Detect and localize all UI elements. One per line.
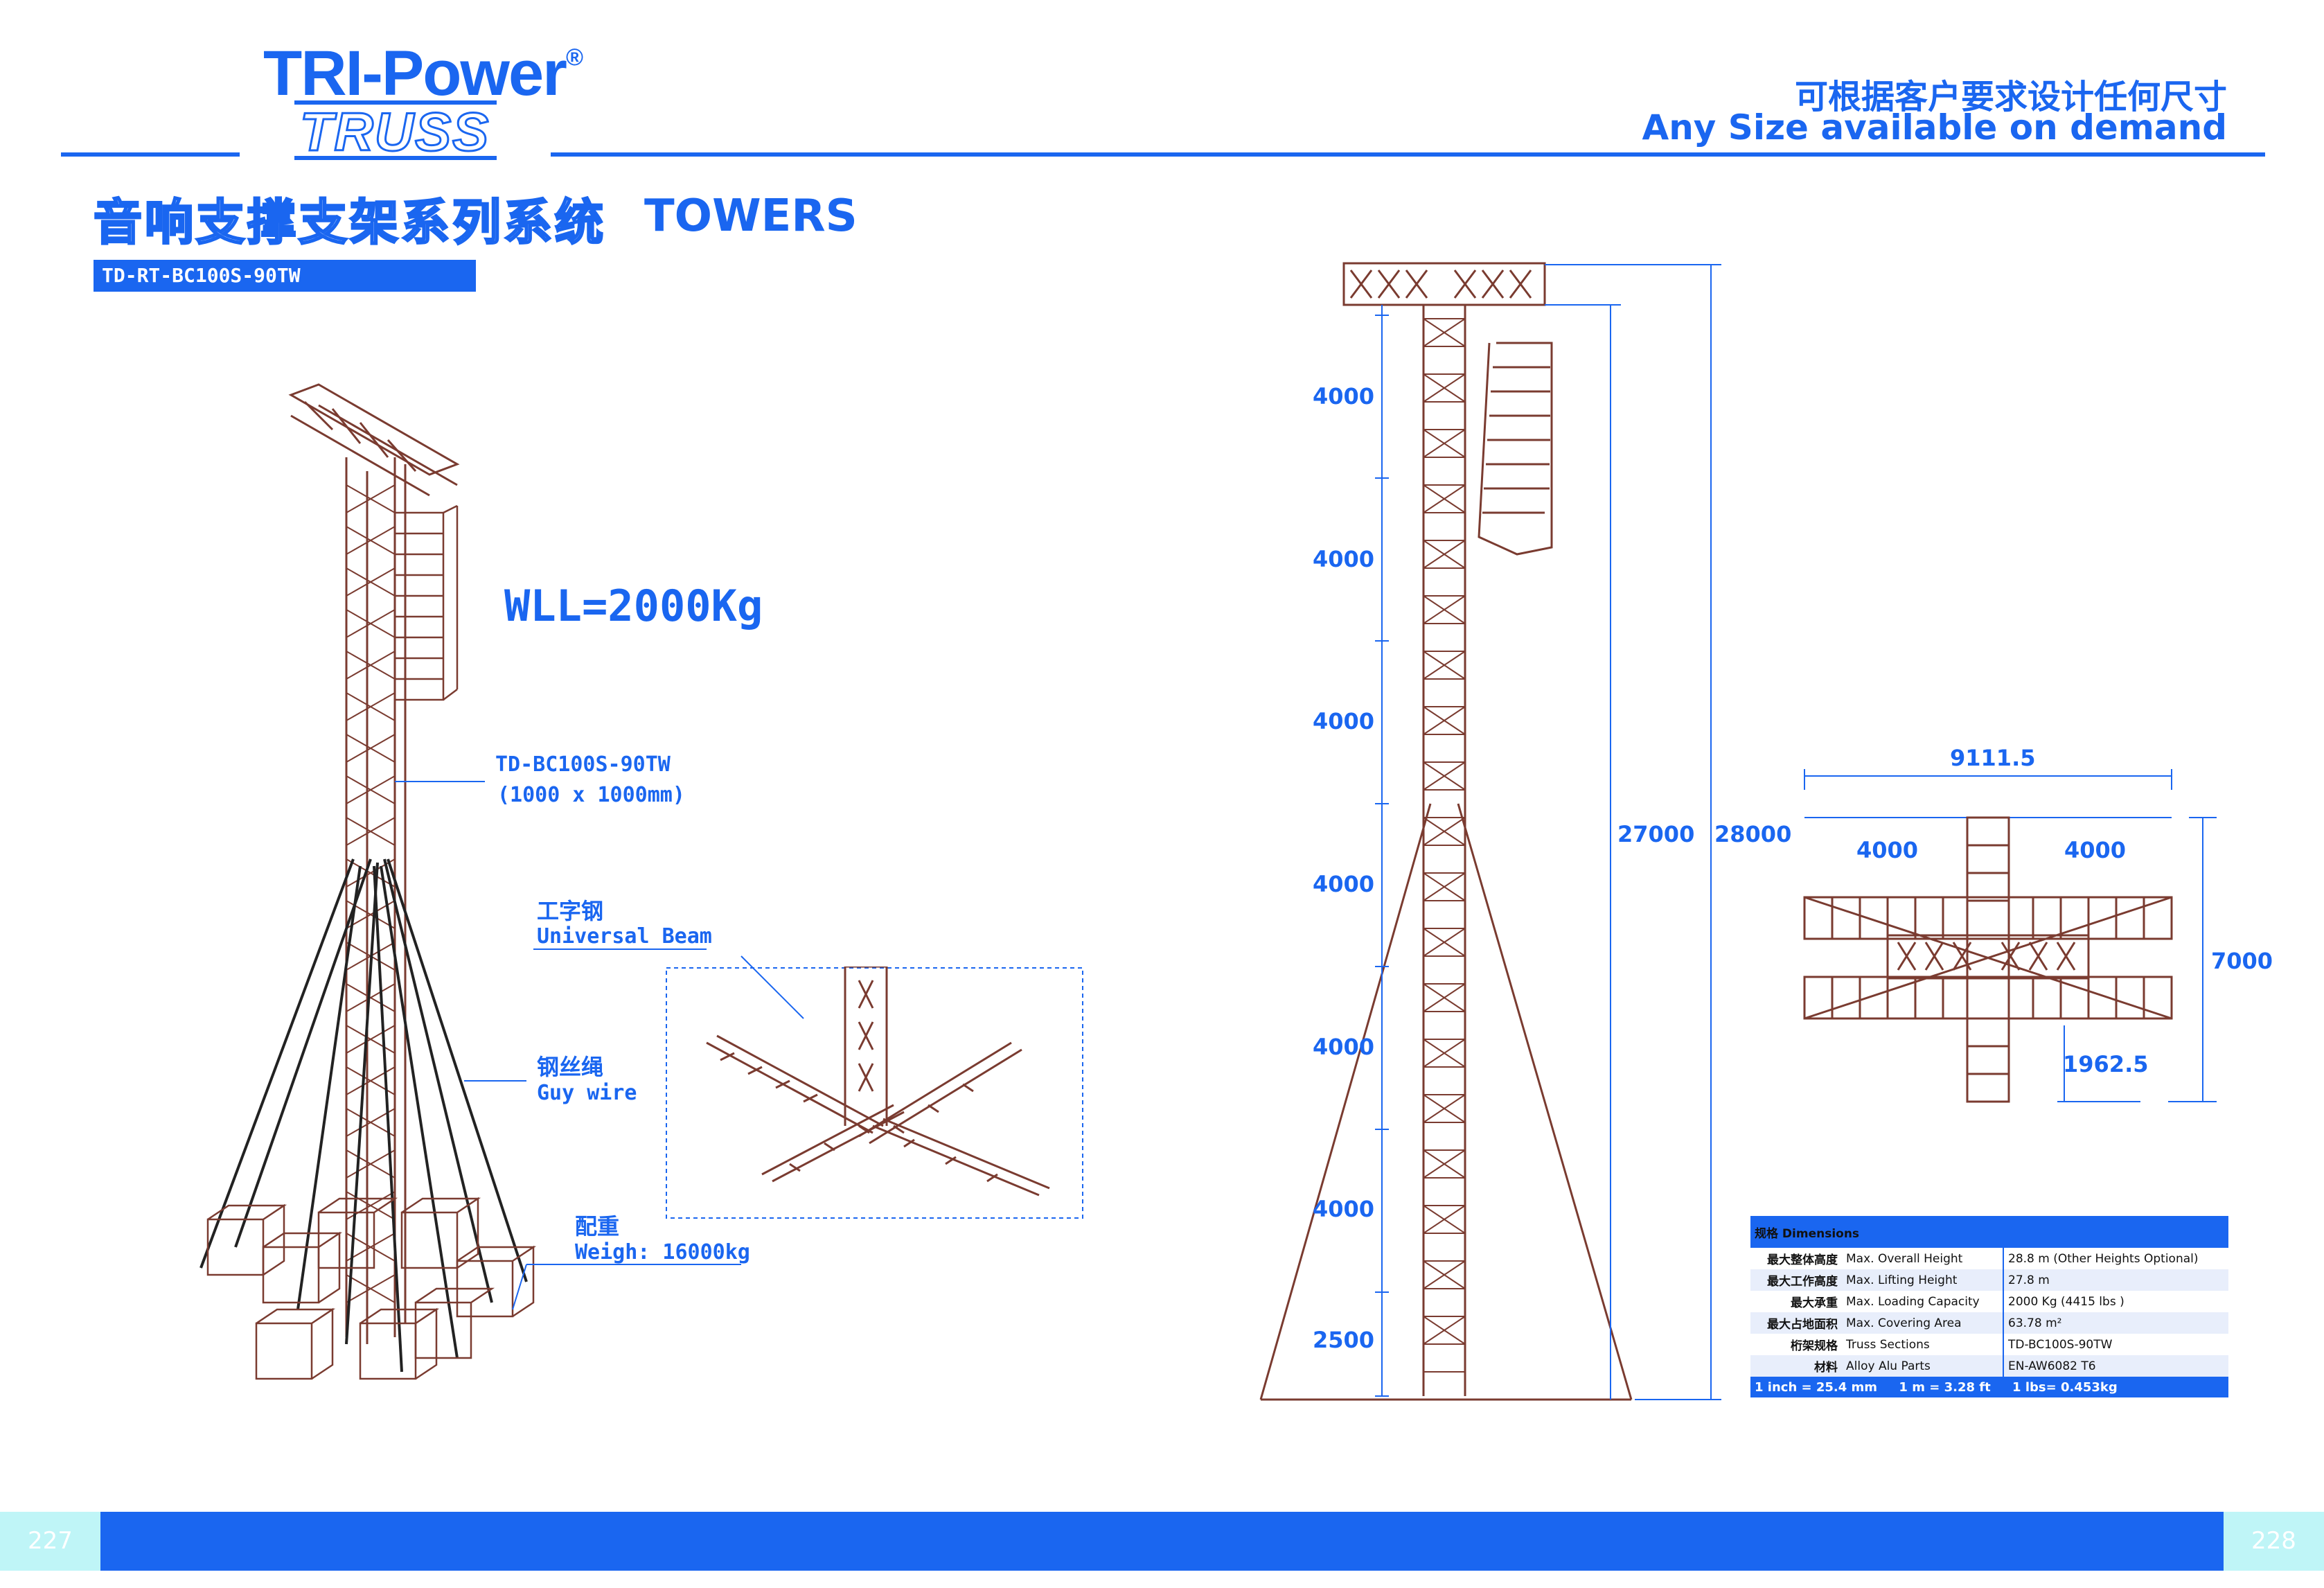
spec-row-en: Max. Covering Area [1842, 1312, 2004, 1334]
registered-mark: ® [565, 44, 583, 71]
brand-sub-frame [294, 100, 497, 160]
header-rule-right [551, 152, 2265, 157]
overall-height-dim: 28000 [1714, 821, 1792, 847]
guy-wires [199, 858, 528, 1373]
spec-row-en: Truss Sections [1842, 1334, 2004, 1355]
footer-bar [100, 1512, 2224, 1571]
plan-offset-dim: 1962.5 [2063, 1051, 2149, 1077]
spec-row-cn: 最大整体高度 [1767, 1253, 1838, 1267]
spec-row-value: 27.8 m [2003, 1269, 2228, 1291]
base-detail-inset [666, 967, 1083, 1219]
spec-row-value: TD-BC100S-90TW [2008, 1337, 2113, 1352]
tower-isometric-drawing [199, 383, 537, 1380]
segment-dim-2: 4000 [1313, 546, 1375, 572]
segment-dim-5: 4000 [1313, 1034, 1375, 1060]
model-code-bar: TD-RT-BC100S-90TW [94, 260, 476, 292]
top-arm [288, 383, 460, 497]
tagline-cn: 可根据客户要求设计任何尺寸 [1794, 78, 2227, 116]
spec-header-en: Dimensions [1782, 1226, 1860, 1241]
speaker-array [393, 504, 459, 701]
spec-row-en: Max. Loading Capacity [1842, 1291, 2004, 1312]
spec-row-value: 28.8 m (Other Heights Optional) [2008, 1251, 2199, 1266]
title-cn: 音响支撑支架系列系统 [93, 193, 606, 252]
spec-row-cn: 材料 [1750, 1355, 1842, 1377]
segment-dim-4: 4000 [1313, 871, 1375, 897]
weight-label-cn: 配重 [575, 1213, 620, 1239]
lifting-height-dim: 27000 [1617, 821, 1695, 847]
spec-row: 最大整体高度 Max. Overall Height 28.8 m (Other… [1750, 1248, 2228, 1269]
plan-width-dim: 9111.5 [1950, 745, 2036, 771]
spec-row: 桁架规格 Truss Sections TD-BC100S-90TW [1750, 1334, 2228, 1355]
title-en: TOWERS [644, 191, 858, 242]
tower-elevation-drawing [1259, 262, 1721, 1401]
spec-row-cn: 最大占地面积 [1750, 1312, 1842, 1334]
weight-label-en: Weigh: 16000kg [575, 1240, 750, 1264]
brand-name: TRI-Power [263, 38, 567, 109]
segment-dim-7: 2500 [1313, 1327, 1375, 1353]
conversion-meter: 1 m = 3.28 ft [1899, 1379, 1991, 1395]
conversion-inch: 1 inch = 25.4 mm [1755, 1379, 1878, 1395]
base-plan-drawing [1803, 769, 2217, 1103]
spec-row-value: 63.78 m² [2003, 1312, 2228, 1334]
spec-row-value: 2000 Kg (4415 lbs ) [2008, 1294, 2125, 1309]
truss-size-label: (1000 x 1000mm) [497, 783, 685, 807]
spec-row-cn: 桁架规格 [1791, 1339, 1838, 1353]
beam-label-en: Universal Beam [537, 924, 712, 949]
spec-row-en: Max. Lifting Height [1842, 1269, 2004, 1291]
segment-dim-6: 4000 [1313, 1196, 1375, 1222]
spec-header: 规格 Dimensions [1750, 1216, 2228, 1248]
wire-label-cn: 钢丝绳 [537, 1054, 604, 1080]
beam-label-cn: 工字钢 [537, 898, 604, 924]
spec-row: 最大承重 Max. Loading Capacity 2000 Kg (4415… [1750, 1291, 2228, 1312]
tagline-en: Any Size available on demand [1642, 107, 2227, 148]
truss-model-label: TD-BC100S-90TW [495, 752, 671, 777]
spec-table: 规格 Dimensions 最大整体高度 Max. Overall Height… [1750, 1216, 2228, 1397]
spec-row-en: Max. Overall Height [1842, 1248, 2004, 1269]
wll-label: WLL=2000Kg [504, 581, 763, 631]
header-rule-left [61, 152, 240, 157]
page-number-left: 227 [0, 1512, 100, 1571]
spec-row: 最大工作高度 Max. Lifting Height 27.8 m [1750, 1269, 2228, 1291]
segment-dim-3: 4000 [1313, 708, 1375, 734]
spec-footer: 1 inch = 25.4 mm 1 m = 3.28 ft 1 lbs= 0.… [1750, 1377, 2228, 1397]
spec-row-value: EN-AW6082 T6 [2003, 1355, 2228, 1377]
plan-depth-dim: 7000 [2211, 948, 2273, 974]
plan-left-arm-dim: 4000 [1856, 837, 1919, 863]
brand-logo: TRI-Power® [263, 42, 583, 105]
spec-row-cn: 最大工作高度 [1750, 1269, 1842, 1291]
segment-dim-1: 4000 [1313, 383, 1375, 409]
plan-right-arm-dim: 4000 [2064, 837, 2127, 863]
spec-header-cn: 规格 [1755, 1226, 1778, 1241]
spec-row: 最大占地面积 Max. Covering Area 63.78 m² [1750, 1312, 2228, 1334]
conversion-lbs: 1 lbs= 0.453kg [2012, 1379, 2118, 1395]
wire-label-en: Guy wire [537, 1081, 637, 1105]
brand-sub-logo: TRUSS [299, 101, 490, 162]
page-number-right: 228 [2224, 1512, 2324, 1571]
spec-row: 材料 Alloy Alu Parts EN-AW6082 T6 [1750, 1355, 2228, 1377]
spec-row-cn: 最大承重 [1791, 1296, 1838, 1310]
spec-row-en: Alloy Alu Parts [1842, 1355, 2004, 1377]
ballast-blocks [206, 1197, 537, 1380]
